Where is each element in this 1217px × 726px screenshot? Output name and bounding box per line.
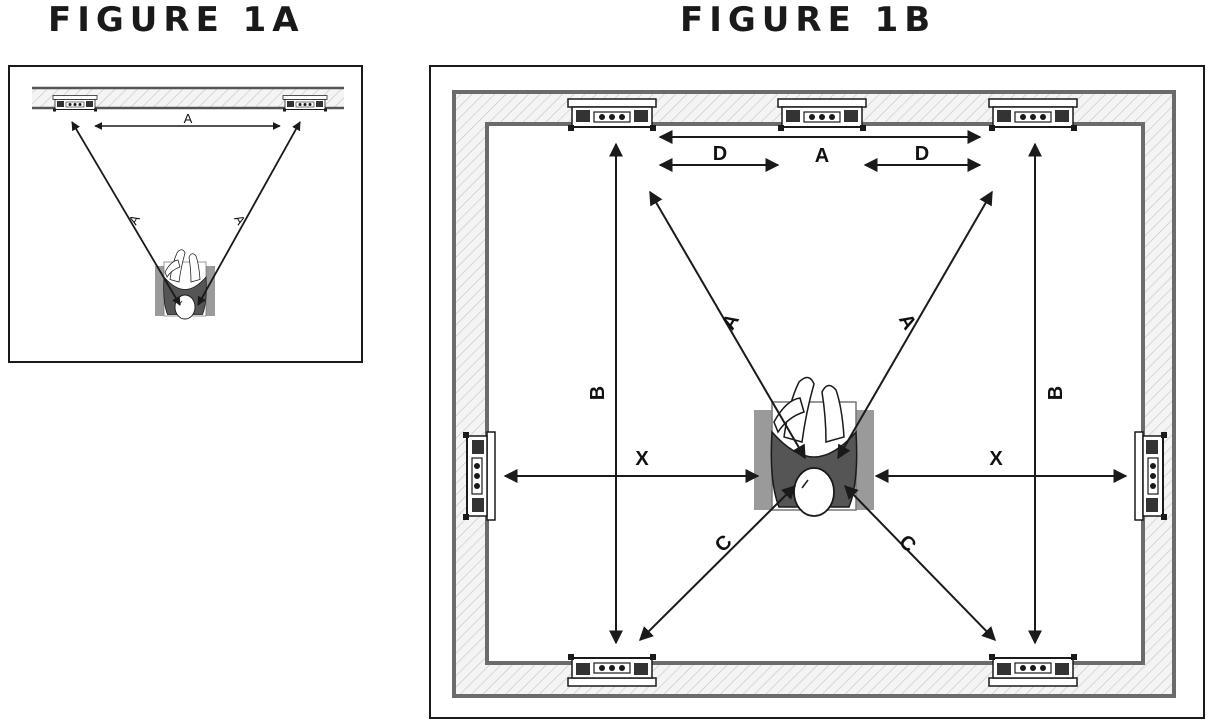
figure-1a-left-distance-arrow [71,121,181,306]
figure-1b-left-diagonal-arrow [649,190,806,460]
figure-1b-center-offset-left-label: D [713,143,727,165]
figure-1b-front-right-speaker [988,98,1078,132]
figure-1b-title: FIGURE 1B [680,0,937,40]
figure-1b-rear-right-arrow [844,484,996,642]
figure-1b-rear-left-speaker [567,653,657,687]
figure-1b-left-side-label: X [635,448,649,470]
figure-1b-center-speaker [777,98,867,132]
figure-1b-room-walls [452,90,1176,698]
figure-1a-left-speaker [52,95,98,112]
figure-1a-title: FIGURE 1A [48,0,305,40]
figure-1b: A D D B B A A X X C C [429,65,1205,719]
figure-1b-front-left-speaker [567,98,657,132]
figure-1b-rear-right-speaker [988,653,1078,687]
figure-1b-right-diagonal-arrow [837,190,993,460]
figure-1b-right-side-label: X [989,448,1003,470]
figure-1a: A A A [8,65,363,363]
figure-1b-center-offset-right-label: D [915,143,929,165]
figure-1a-right-speaker [282,95,328,112]
figure-1b-left-side-speaker [462,431,496,521]
figure-1b-right-side-speaker [1134,431,1168,521]
figure-1a-front-spacing-label: A [184,111,193,126]
figure-1b-front-spacing-label: A [815,145,829,167]
figure-1a-right-distance-arrow [197,121,301,306]
figure-1b-right-depth-label: B [1045,386,1067,400]
figure-1b-rear-left-arrow [639,485,796,641]
figure-1b-left-depth-label: B [587,386,609,400]
